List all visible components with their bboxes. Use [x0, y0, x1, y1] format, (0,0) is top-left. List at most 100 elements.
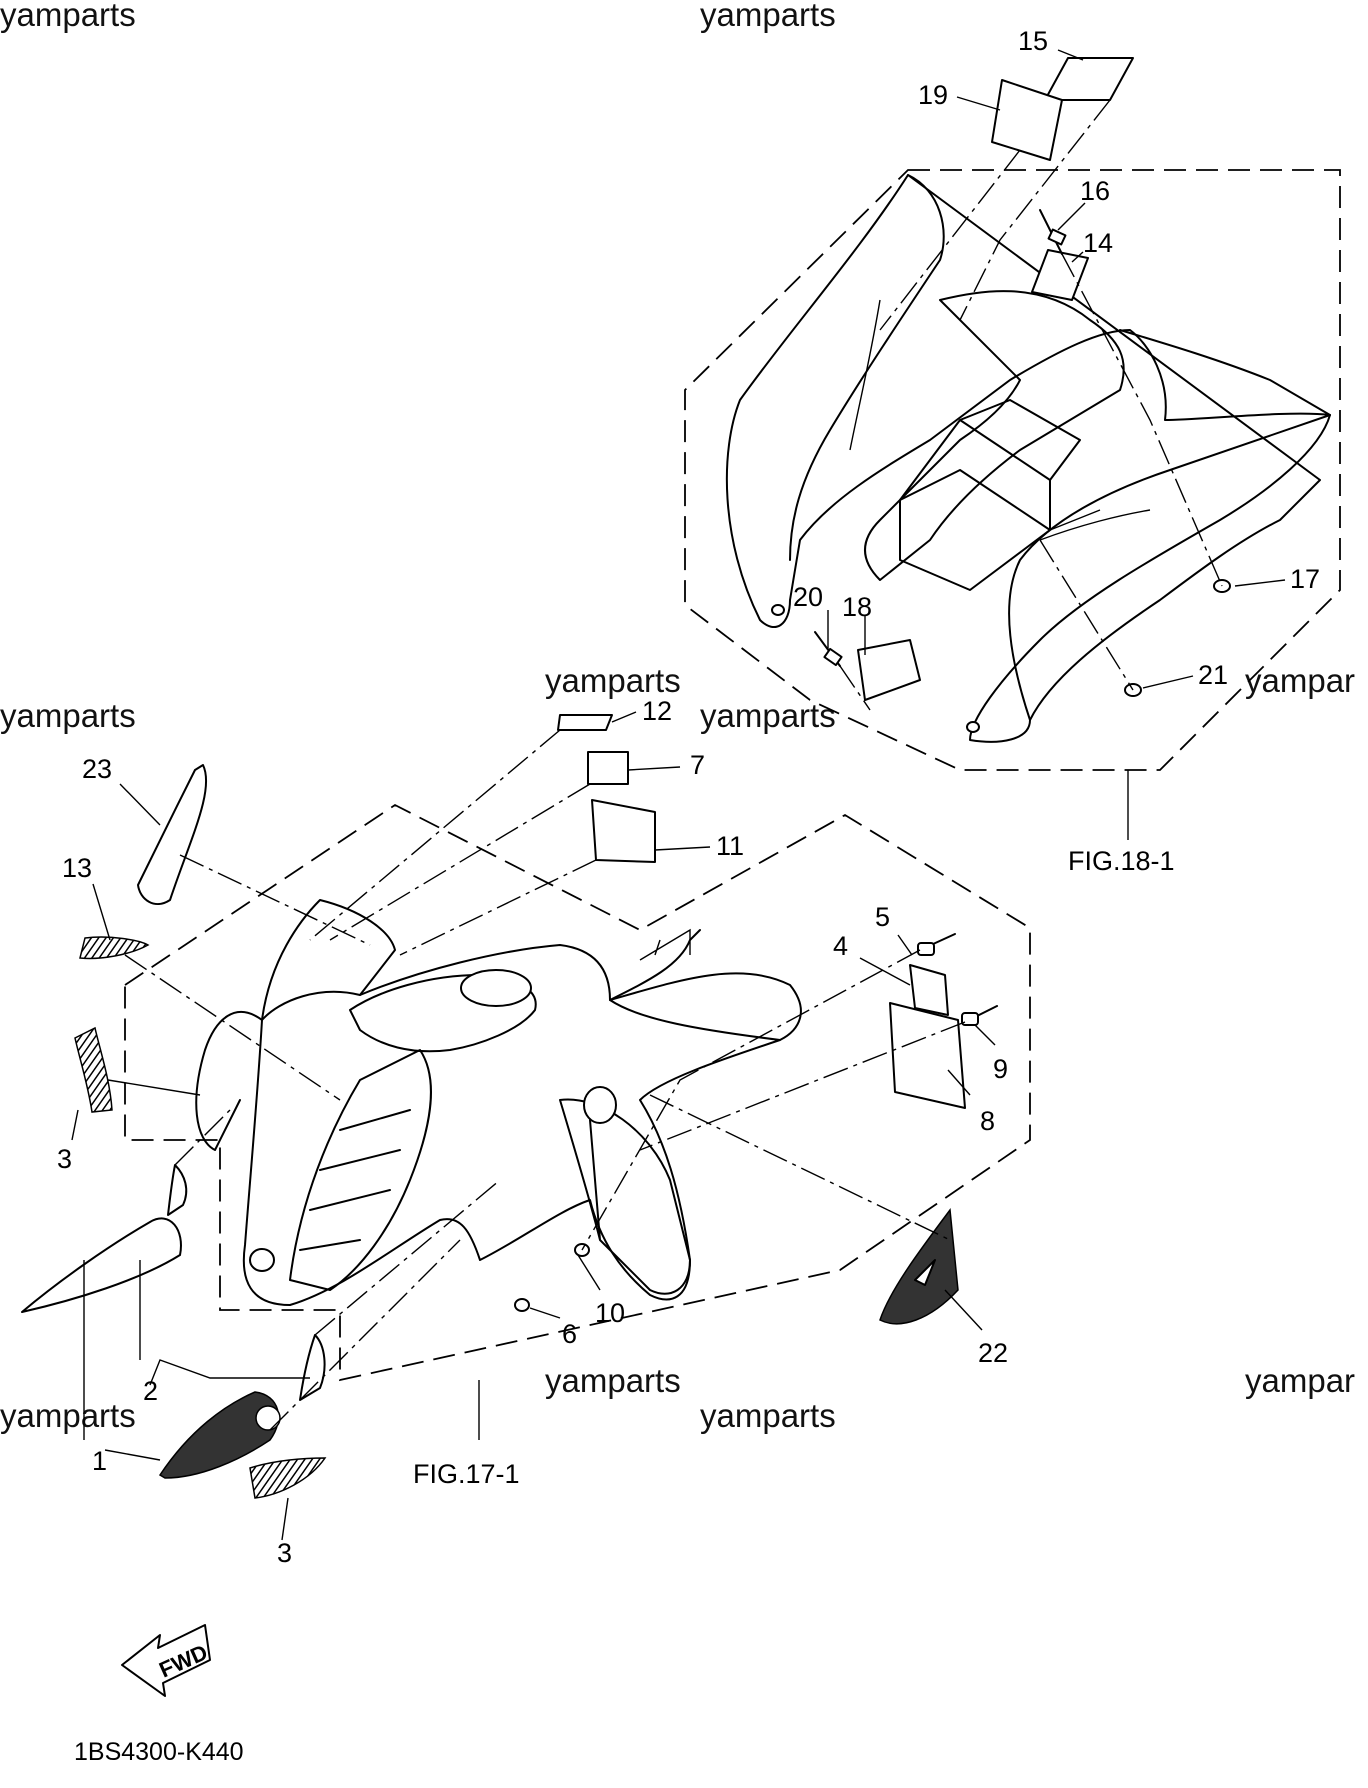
front-fender-dashed-outline — [124, 803, 1031, 1382]
decal-3-lower — [249, 1457, 327, 1499]
front-fender-hood — [349, 974, 537, 1053]
chain-line — [124, 954, 341, 1101]
watermark: yamparts — [700, 0, 836, 33]
label-8 — [889, 1002, 966, 1109]
callout-7: 7 — [690, 750, 705, 780]
callout-21: 21 — [1198, 660, 1228, 690]
front-fender-nose — [195, 1010, 263, 1151]
leader-lines — [71, 49, 1286, 1541]
decal-22 — [879, 1208, 959, 1325]
watermark: yamparts — [545, 1362, 681, 1399]
chain-line — [174, 1109, 231, 1166]
front-fender-hole — [249, 1248, 275, 1272]
label-11 — [591, 799, 656, 863]
label-15 — [1044, 57, 1134, 101]
callout-3: 3 — [57, 1144, 72, 1174]
decal-2-upper — [167, 1164, 188, 1216]
front-fender-group — [124, 803, 1031, 1382]
figure-label-front: FIG.17-1 — [413, 1459, 520, 1489]
chain-line — [329, 783, 591, 941]
callout-3-lower: 3 — [277, 1538, 292, 1568]
decal-3-upper — [74, 1026, 113, 1113]
callout-12: 12 — [642, 696, 672, 726]
callout-17: 17 — [1290, 564, 1320, 594]
decal-22-detail — [914, 1259, 936, 1286]
chain-line — [649, 1094, 951, 1241]
label-18 — [857, 639, 921, 701]
part-code: 1BS4300-K440 — [74, 1738, 244, 1766]
rear-fender-hole — [771, 604, 785, 616]
chain-line — [179, 854, 371, 946]
front-fender-cap — [460, 969, 532, 1007]
fwd-arrow-icon: FWD — [121, 1624, 211, 1697]
label-14 — [1031, 249, 1089, 301]
callouts: 15 19 16 14 17 20 18 21 12 7 23 11 13 5 … — [57, 26, 1320, 1568]
callout-23: 23 — [82, 754, 112, 784]
watermark: yamparts — [700, 697, 836, 734]
callout-11: 11 — [716, 831, 744, 861]
chain-line — [959, 99, 1111, 321]
callout-16: 16 — [1080, 176, 1110, 206]
emblem-13 — [79, 936, 150, 960]
rear-small-parts — [814, 57, 1231, 711]
chain-line — [639, 1021, 966, 1151]
watermark: yamparts — [0, 0, 136, 33]
callout-15: 15 — [1018, 26, 1048, 56]
callout-13: 13 — [62, 853, 92, 883]
chain-line — [309, 729, 561, 941]
screw-16 — [1039, 209, 1067, 255]
callout-2: 2 — [143, 1376, 158, 1406]
callout-20: 20 — [793, 582, 823, 612]
chain-line — [399, 859, 597, 956]
watermarks: yamparts yamparts yamparts yamparts yamp… — [0, 0, 1355, 1434]
callout-18: 18 — [842, 592, 872, 622]
front-fender-inner-frame — [289, 1049, 432, 1291]
callout-10: 10 — [595, 1298, 625, 1328]
rear-fender-storage-box — [899, 399, 1081, 591]
nut-6 — [514, 1298, 530, 1312]
chain-line — [1039, 539, 1134, 691]
rear-fender-trim — [849, 299, 1151, 541]
callout-4: 4 — [833, 931, 848, 961]
label-19 — [991, 79, 1063, 161]
chain-line — [1061, 253, 1223, 587]
callout-19: 19 — [918, 80, 948, 110]
front-small-parts — [21, 714, 998, 1499]
rear-fender-hole — [966, 721, 980, 733]
decal-23 — [137, 764, 208, 905]
rear-fender-dashed-outline — [684, 169, 1341, 771]
rear-fender-right-wing — [1008, 329, 1331, 721]
chain-line — [879, 149, 1021, 331]
figure-label-rear: FIG.18-1 — [1068, 846, 1175, 876]
chain-line — [839, 665, 871, 711]
watermark: yampar — [1245, 1362, 1355, 1399]
screw-9 — [961, 1005, 998, 1026]
callout-1: 1 — [92, 1446, 107, 1476]
front-fender-left-wing — [261, 899, 396, 1021]
callout-22: 22 — [978, 1338, 1008, 1368]
chain-line — [581, 949, 921, 1251]
yamaha-logo — [255, 1405, 281, 1431]
watermark: yamparts — [545, 662, 681, 699]
front-fender-bracket — [639, 928, 691, 961]
label-7 — [587, 751, 629, 785]
chain-line — [269, 1239, 461, 1431]
watermark: yamparts — [0, 1397, 136, 1434]
watermark: yamparts — [700, 1397, 836, 1434]
decal-1 — [21, 1217, 182, 1313]
label-12 — [557, 714, 613, 731]
rear-fender-group — [684, 169, 1341, 771]
callout-5: 5 — [875, 902, 890, 932]
front-fender-reflector — [583, 1086, 617, 1124]
callout-6: 6 — [562, 1319, 577, 1349]
callout-9: 9 — [993, 1054, 1008, 1084]
watermark: yampar — [1245, 662, 1355, 699]
front-fender-right-flap — [559, 1098, 691, 1295]
label-4 — [909, 964, 949, 1016]
decal-2-lower — [299, 1334, 326, 1401]
chain-line — [314, 1179, 501, 1336]
front-fender-left-rail — [609, 929, 781, 1041]
rear-fender-seat-cavity — [864, 290, 1125, 581]
callout-14: 14 — [1083, 228, 1113, 258]
screw-5 — [917, 933, 956, 956]
